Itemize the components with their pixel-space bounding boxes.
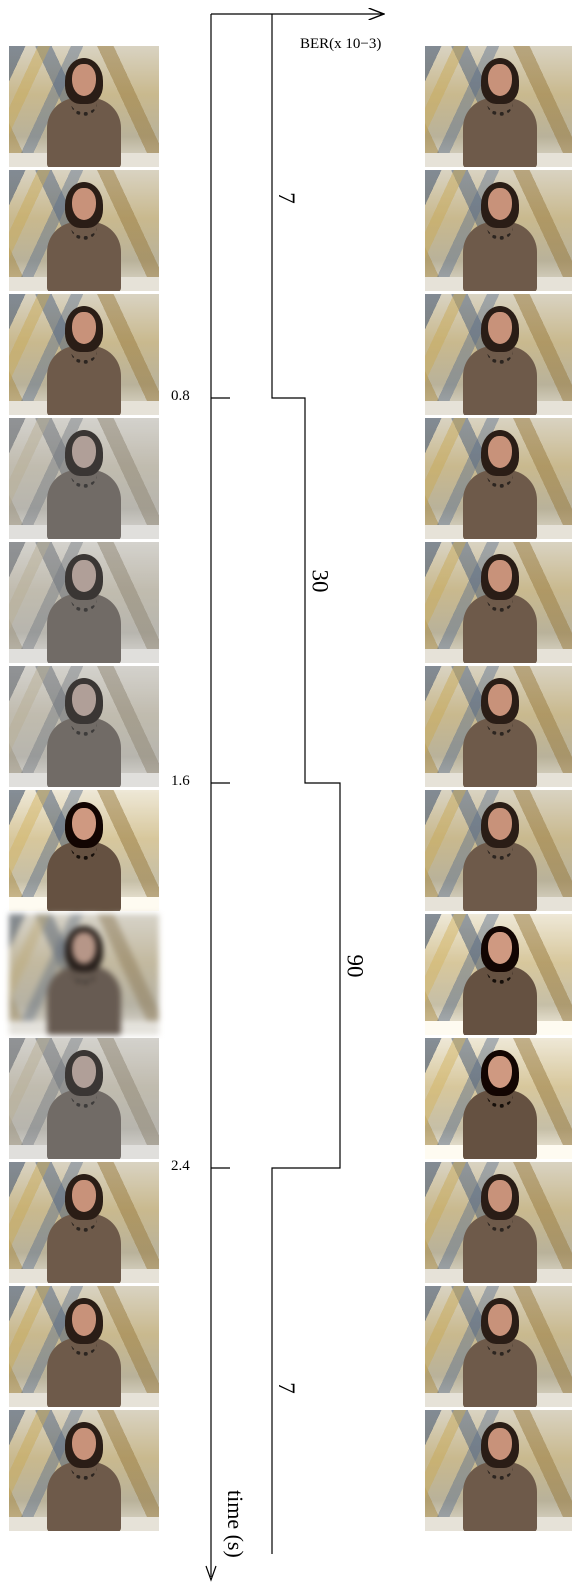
time-tick-label: 2.4	[171, 1158, 190, 1175]
time-tick-label: 1.6	[171, 773, 190, 790]
time-tick-label: 0.8	[171, 388, 190, 405]
time-axis-label: time (s)	[222, 1490, 248, 1558]
ber-value-label: 90	[342, 955, 368, 978]
ber-step-curve	[272, 14, 340, 1554]
ber-axis-label: BER(x 10−3)	[300, 36, 381, 53]
ber-value-label: 7	[273, 1382, 299, 1394]
ber-value-label: 7	[273, 192, 299, 204]
ber-value-label: 30	[307, 570, 333, 593]
